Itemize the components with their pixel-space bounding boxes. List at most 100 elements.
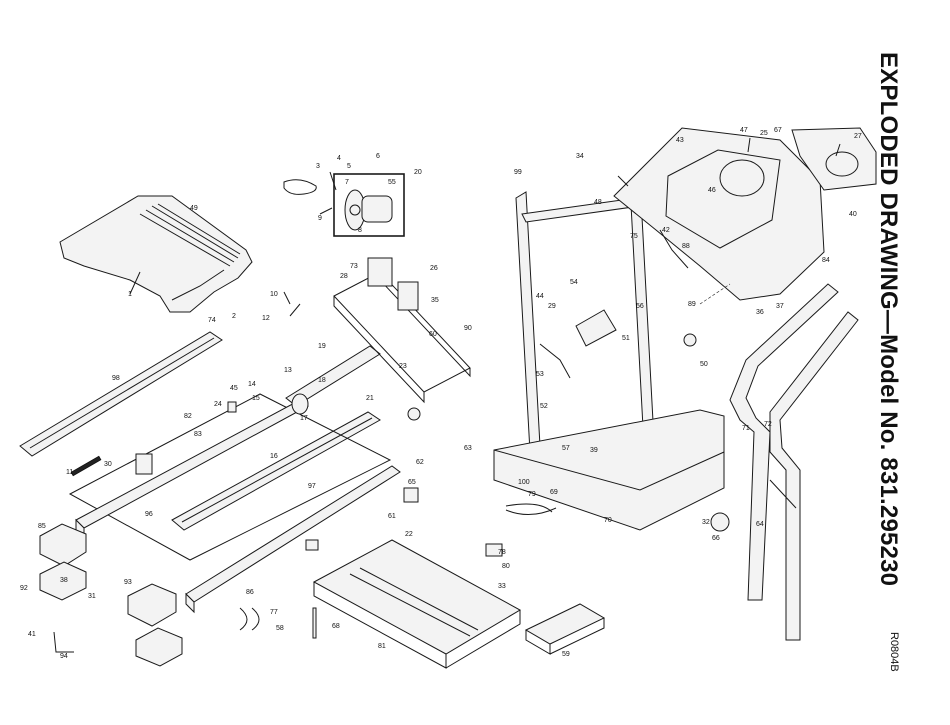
part-number-label: 4 (337, 155, 341, 162)
part-number-label: 71 (742, 425, 750, 432)
part-number-label: 84 (822, 257, 830, 264)
uprights (493, 179, 725, 531)
part-number-label: 27 (854, 133, 862, 140)
part-number-labels: 1234567891011121314151617181920212223242… (20, 127, 862, 660)
rear-feet (524, 603, 606, 655)
part-number-label: 78 (498, 549, 506, 556)
part-number-label: 3 (316, 163, 320, 170)
part-number-label: 100 (518, 479, 530, 486)
end-caps (39, 523, 183, 667)
part-number-label: 43 (676, 137, 684, 144)
part-number-label: 73 (350, 263, 358, 270)
part-number-label: 12 (262, 315, 270, 322)
part-number-label: 1 (128, 291, 132, 298)
part-number-label: 9 (318, 215, 322, 222)
front-frame (333, 257, 471, 404)
part-number-label: 96 (145, 511, 153, 518)
part-number-label: 77 (270, 609, 278, 616)
part-number-label: 36 (756, 309, 764, 316)
part-number-label: 25 (760, 130, 768, 137)
part-number-label: 31 (88, 593, 96, 600)
part-number-label: 44 (536, 293, 544, 300)
part-number-label: 45 (230, 385, 238, 392)
part-number-label: 19 (318, 343, 326, 350)
part-number-label: 54 (570, 279, 578, 286)
part-number-label: 66 (712, 535, 720, 542)
part-number-label: 16 (270, 453, 278, 460)
part-number-label: 59 (562, 651, 570, 658)
part-number-label: 34 (576, 153, 584, 160)
part-number-label: 41 (28, 631, 36, 638)
part-number-label: 88 (682, 243, 690, 250)
part-number-label: 60 (429, 331, 437, 338)
part-number-label: 30 (104, 461, 112, 468)
part-number-label: 22 (405, 531, 413, 538)
part-number-label: 10 (270, 291, 278, 298)
part-number-label: 99 (514, 169, 522, 176)
part-number-label: 11 (66, 469, 73, 476)
part-number-label: 29 (548, 303, 556, 310)
part-number-label: 56 (636, 303, 644, 310)
part-number-label: 26 (430, 265, 438, 272)
part-number-label: 75 (630, 233, 638, 240)
part-number-label: 90 (464, 325, 472, 332)
part-number-label: 94 (60, 653, 68, 660)
part-number-label: 13 (284, 367, 292, 374)
right-rail (171, 411, 381, 531)
small-parts (53, 309, 730, 653)
part-number-label: 51 (622, 335, 630, 342)
part-number-label: 15 (252, 395, 260, 402)
part-number-label: 89 (688, 301, 696, 308)
drawing-id: R0804B (888, 632, 900, 672)
left-rail (19, 331, 223, 457)
part-number-label: 61 (388, 513, 396, 520)
part-number-label: 70 (604, 517, 612, 524)
part-number-label: 40 (849, 211, 857, 218)
part-number-label: 65 (408, 479, 416, 486)
drawing-title: EXPLODED DRAWING—Model No. 831.295230 (875, 52, 902, 587)
part-number-label: 20 (414, 169, 422, 176)
part-number-label: 21 (366, 395, 374, 402)
part-number-label: 97 (308, 483, 316, 490)
motor-inset (333, 173, 405, 237)
walking-deck (68, 393, 392, 561)
part-number-label: 67 (774, 127, 782, 134)
part-number-label: 35 (431, 297, 439, 304)
part-number-label: 8 (358, 227, 362, 234)
part-number-label: 64 (756, 521, 764, 528)
part-number-label: 37 (776, 303, 784, 310)
part-number-label: 74 (208, 317, 216, 324)
part-number-label: 68 (332, 623, 340, 630)
part-number-label: 33 (498, 583, 506, 590)
part-number-label: 69 (550, 489, 558, 496)
console (613, 127, 877, 301)
part-number-label: 63 (464, 445, 472, 452)
part-number-label: 48 (594, 199, 602, 206)
part-number-label: 5 (347, 163, 351, 170)
part-number-label: 52 (540, 403, 548, 410)
leader-lines (129, 137, 841, 509)
part-number-label: 80 (502, 563, 510, 570)
part-number-label: 38 (60, 577, 68, 584)
part-number-label: 7 (345, 179, 349, 186)
part-number-label: 2 (232, 313, 236, 320)
part-number-label: 85 (38, 523, 46, 530)
part-number-label: 49 (190, 205, 198, 212)
part-number-label: 42 (662, 227, 670, 234)
part-number-label: 28 (340, 273, 348, 280)
part-number-label: 14 (248, 381, 256, 388)
front-roller (285, 345, 381, 415)
part-number-label: 50 (700, 361, 708, 368)
part-number-label: 81 (378, 643, 386, 650)
motor-hood (59, 195, 253, 313)
part-number-label: 24 (214, 401, 222, 408)
part-number-label: 6 (376, 153, 380, 160)
part-number-label: 93 (124, 579, 132, 586)
part-number-label: 46 (708, 187, 716, 194)
part-number-label: 92 (20, 585, 28, 592)
part-number-label: 23 (399, 363, 407, 370)
part-number-label: 72 (764, 421, 772, 428)
drive-belt (283, 179, 317, 195)
